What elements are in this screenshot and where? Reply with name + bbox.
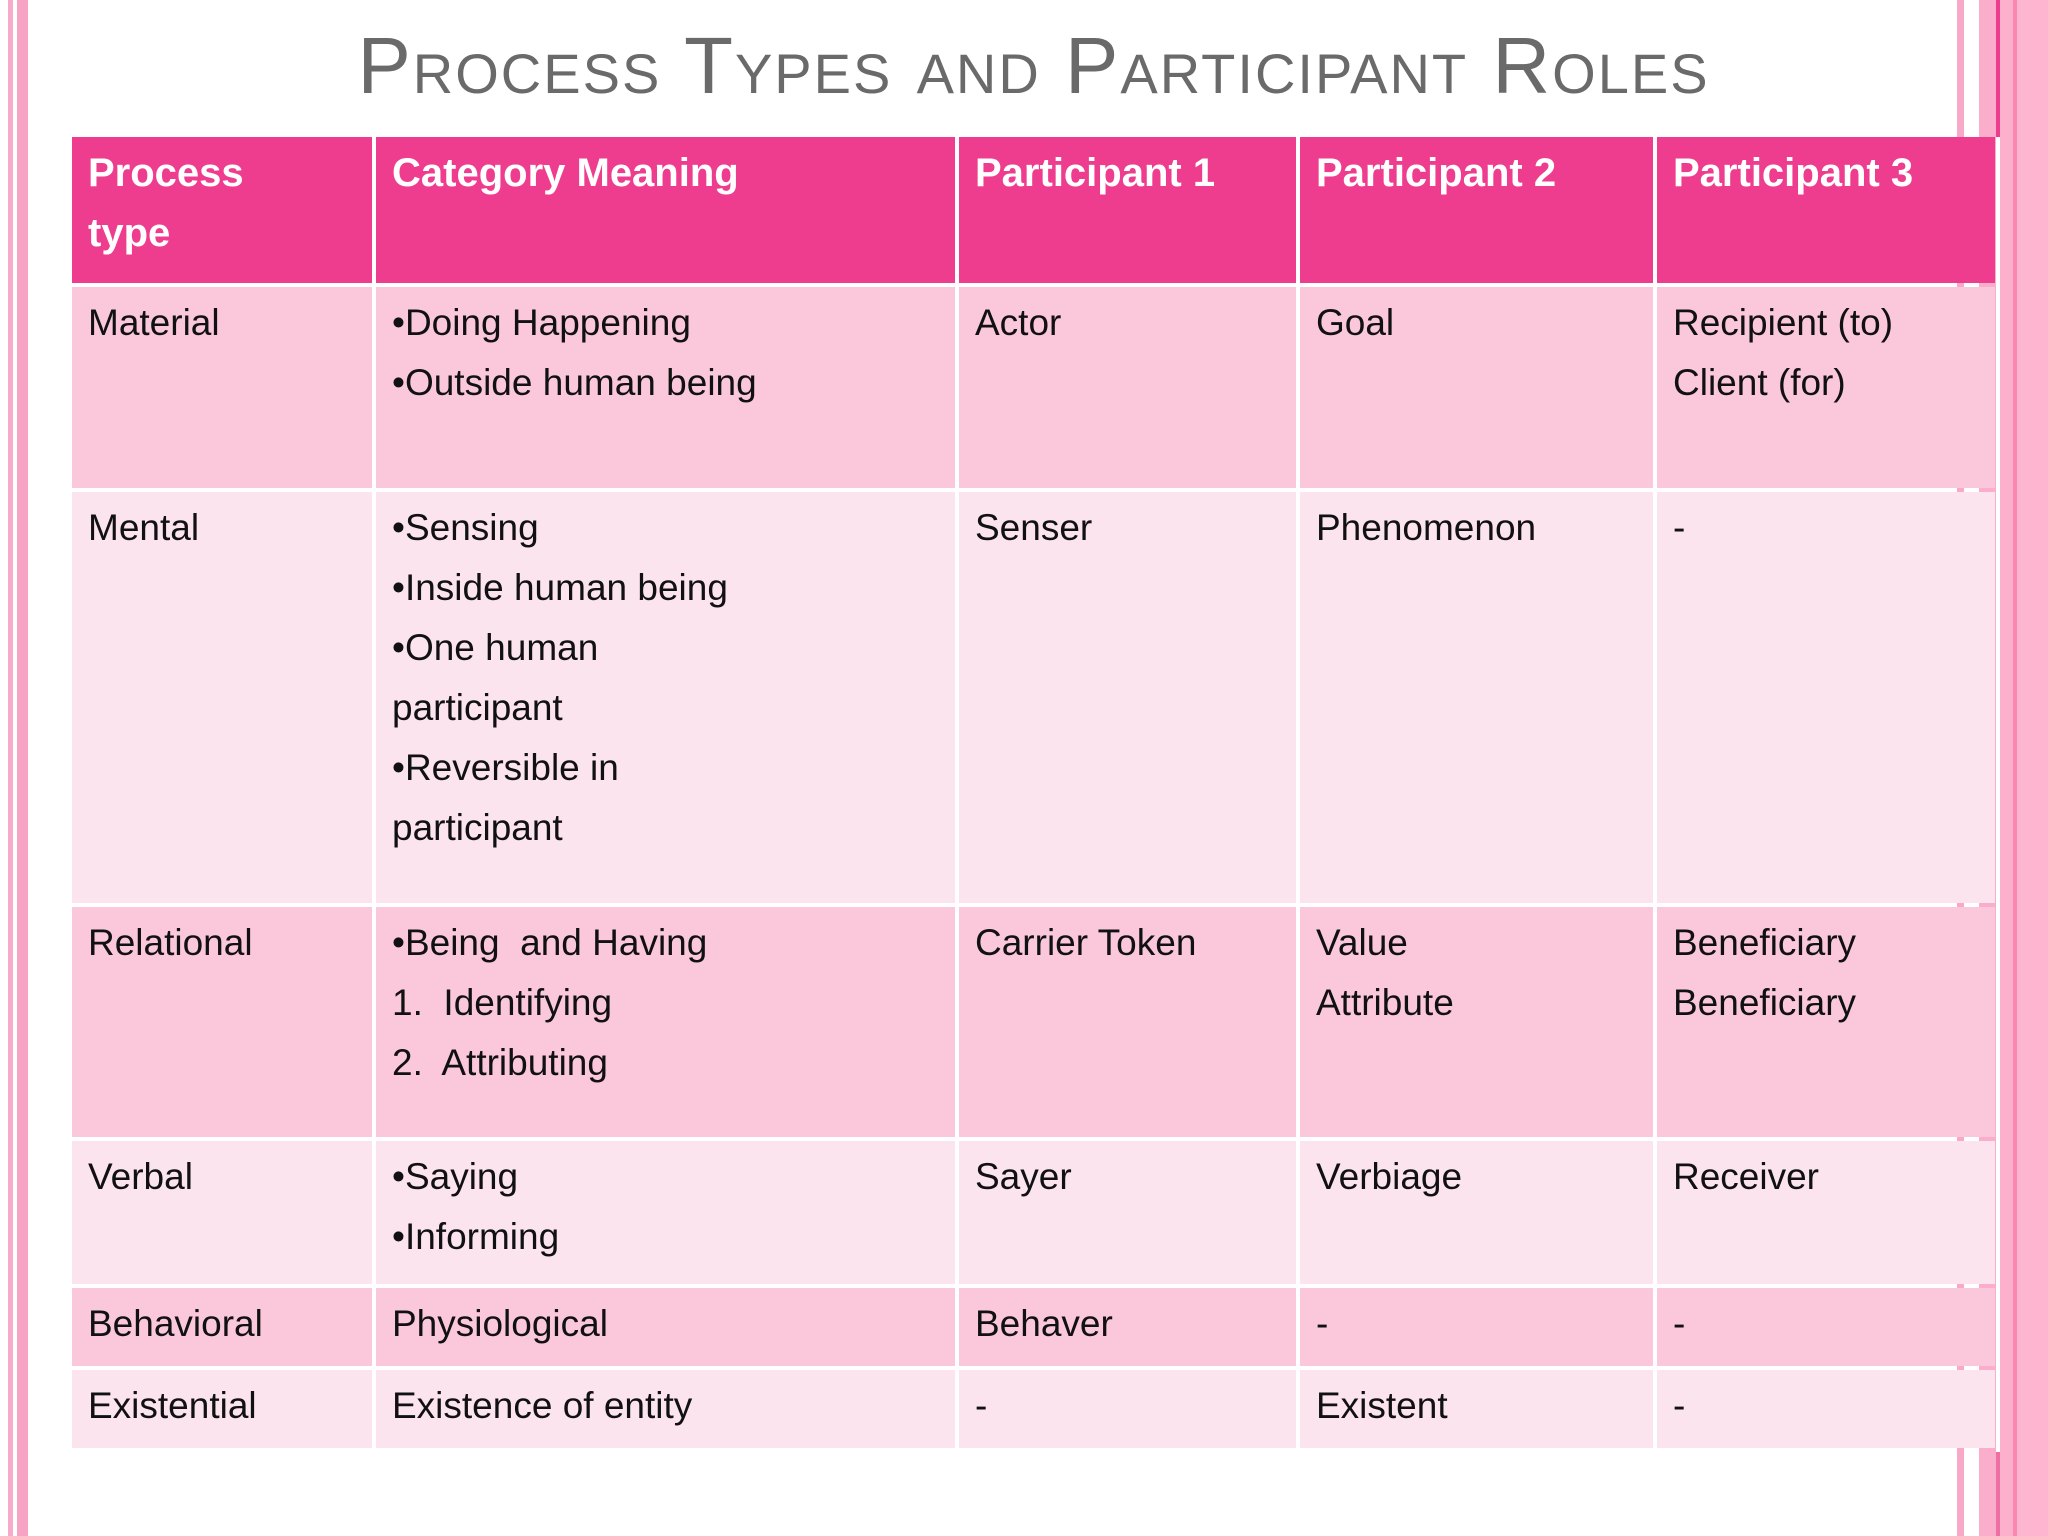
- table-cell: Sayer: [959, 1141, 1296, 1284]
- table-cell: -: [1657, 1288, 1995, 1366]
- column-header-process-type: Process type: [72, 137, 372, 283]
- table-row-existential: Existential Existence of entity - Existe…: [72, 1370, 1995, 1448]
- table-cell: •Being and Having 1. Identifying 2. Attr…: [376, 907, 955, 1137]
- process-types-table: Process type Category Meaning Participan…: [68, 133, 1999, 1452]
- table-cell: Value Attribute: [1300, 907, 1653, 1137]
- table-row-material: Material •Doing Happening •Outside human…: [72, 287, 1995, 488]
- right-border-accent-top: [1996, 0, 2000, 137]
- table-cell: Existential: [72, 1370, 372, 1448]
- table-cell: Carrier Token: [959, 907, 1296, 1137]
- table-cell: Behaver: [959, 1288, 1296, 1366]
- table-cell: Relational: [72, 907, 372, 1137]
- table-cell: •Doing Happening •Outside human being: [376, 287, 955, 488]
- column-header-participant-3: Participant 3: [1657, 137, 1995, 283]
- right-border-band-outer: [2017, 0, 2048, 1536]
- right-border-band-stripe: [2013, 0, 2017, 1536]
- column-header-participant-1: Participant 1: [959, 137, 1296, 283]
- table-cell: Behavioral: [72, 1288, 372, 1366]
- table-cell: Beneficiary Beneficiary: [1657, 907, 1995, 1137]
- table-cell: Existence of entity: [376, 1370, 955, 1448]
- table-cell: -: [959, 1370, 1296, 1448]
- table-cell: -: [1657, 492, 1995, 903]
- table-cell: Goal: [1300, 287, 1653, 488]
- table-cell: -: [1657, 1370, 1995, 1448]
- table-cell: Material: [72, 287, 372, 488]
- table-cell: Verbiage: [1300, 1141, 1653, 1284]
- table-row-relational: Relational •Being and Having 1. Identify…: [72, 907, 1995, 1137]
- right-border-accent-bottom: [1996, 1452, 2000, 1536]
- left-border-stripe-thin: [8, 0, 13, 1536]
- table-cell: Senser: [959, 492, 1296, 903]
- column-header-category-meaning: Category Meaning: [376, 137, 955, 283]
- column-header-participant-2: Participant 2: [1300, 137, 1653, 283]
- table-cell: •Saying •Informing: [376, 1141, 955, 1284]
- table-row-mental: Mental •Sensing •Inside human being •One…: [72, 492, 1995, 903]
- table-cell: •Sensing •Inside human being •One human …: [376, 492, 955, 903]
- table-cell: Phenomenon: [1300, 492, 1653, 903]
- table-row-behavioral: Behavioral Physiological Behaver - -: [72, 1288, 1995, 1366]
- table-cell: Receiver: [1657, 1141, 1995, 1284]
- table-cell: -: [1300, 1288, 1653, 1366]
- table-cell: Existent: [1300, 1370, 1653, 1448]
- table-header-row: Process type Category Meaning Participan…: [72, 137, 1995, 283]
- left-border-stripe-wide: [17, 0, 28, 1536]
- table-cell: Physiological: [376, 1288, 955, 1366]
- table-cell: Recipient (to) Client (for): [1657, 287, 1995, 488]
- table-cell: Actor: [959, 287, 1296, 488]
- table-cell: Verbal: [72, 1141, 372, 1284]
- table-row-verbal: Verbal •Saying •Informing Sayer Verbiage…: [72, 1141, 1995, 1284]
- table-cell: Mental: [72, 492, 372, 903]
- page-title: Process Types and Participant Roles: [357, 21, 1710, 110]
